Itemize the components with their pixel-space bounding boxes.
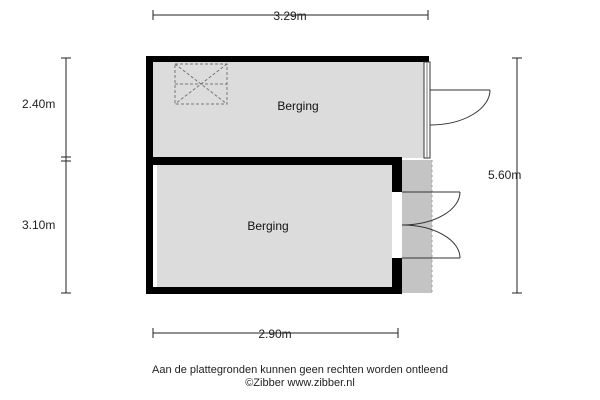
walls	[146, 56, 429, 294]
room-label-lower: Berging	[247, 219, 288, 233]
dimension-top	[152, 10, 429, 20]
dimension-top-label: 3.29m	[273, 9, 306, 23]
disclaimer-text: Aan de plattegronden kunnen geen rechten…	[151, 364, 448, 376]
door-lower-double	[398, 191, 461, 259]
door-upper	[429, 89, 491, 126]
dimension-right	[512, 57, 522, 294]
dimension-left-upper-label: 2.40m	[22, 97, 55, 111]
dimension-bottom-label: 2.90m	[258, 327, 291, 341]
room-label-upper: Berging	[277, 99, 318, 113]
dimension-left-lower-label: 3.10m	[22, 218, 55, 232]
room-floor-upper	[152, 62, 424, 158]
skylight	[174, 63, 228, 105]
dimension-bottom	[152, 328, 399, 338]
room-floor-lower	[157, 165, 392, 287]
dimension-right-label: 5.60m	[488, 168, 521, 182]
dimension-left	[61, 57, 71, 294]
credit-text: ©Zibber www.zibber.nl	[245, 377, 355, 389]
window-right-upper	[423, 61, 431, 159]
outside-strip	[400, 160, 432, 293]
